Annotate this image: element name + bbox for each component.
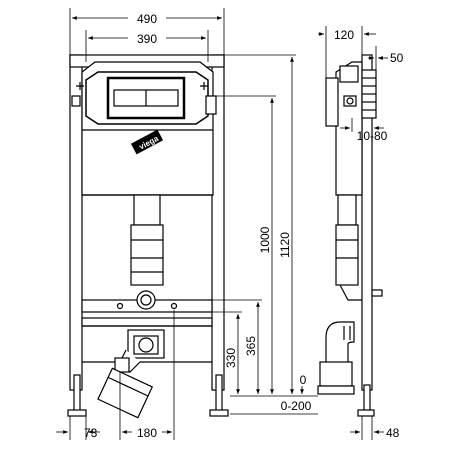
flush-plate-opening [85,71,209,125]
front-view [67,54,229,419]
dim-48: 48 [386,426,400,440]
dim-50: 50 [390,51,404,65]
drain-elbow [97,329,165,419]
side-view [317,54,383,417]
dim-10-80: 10-80 [357,129,388,143]
mid-rail [81,290,213,313]
dimension-labels: 490 390 1000 1120 365 330 0 0-200 73 180… [84,10,404,440]
side-flush-pipe [335,194,362,301]
brand-logo [130,129,164,155]
dim-490: 490 [137,12,157,26]
flush-pipe [130,194,164,286]
lower-bracket [81,317,213,363]
dim-390: 390 [137,32,157,46]
dim-180: 180 [137,426,157,440]
side-drain [317,321,355,395]
dim-73: 73 [84,426,98,440]
dim-1120: 1120 [278,232,292,258]
side-bracket [371,289,383,297]
dim-floor-zero: 0 [300,373,307,387]
cistern-fixings [71,82,217,115]
dim-330: 330 [224,348,238,368]
dim-floor-range: 0-200 [281,399,312,413]
dim-365: 365 [244,336,258,356]
dim-120: 120 [334,28,354,42]
dim-1000: 1000 [258,226,272,253]
frame-posts [67,54,229,417]
dimension-lines [56,8,388,440]
